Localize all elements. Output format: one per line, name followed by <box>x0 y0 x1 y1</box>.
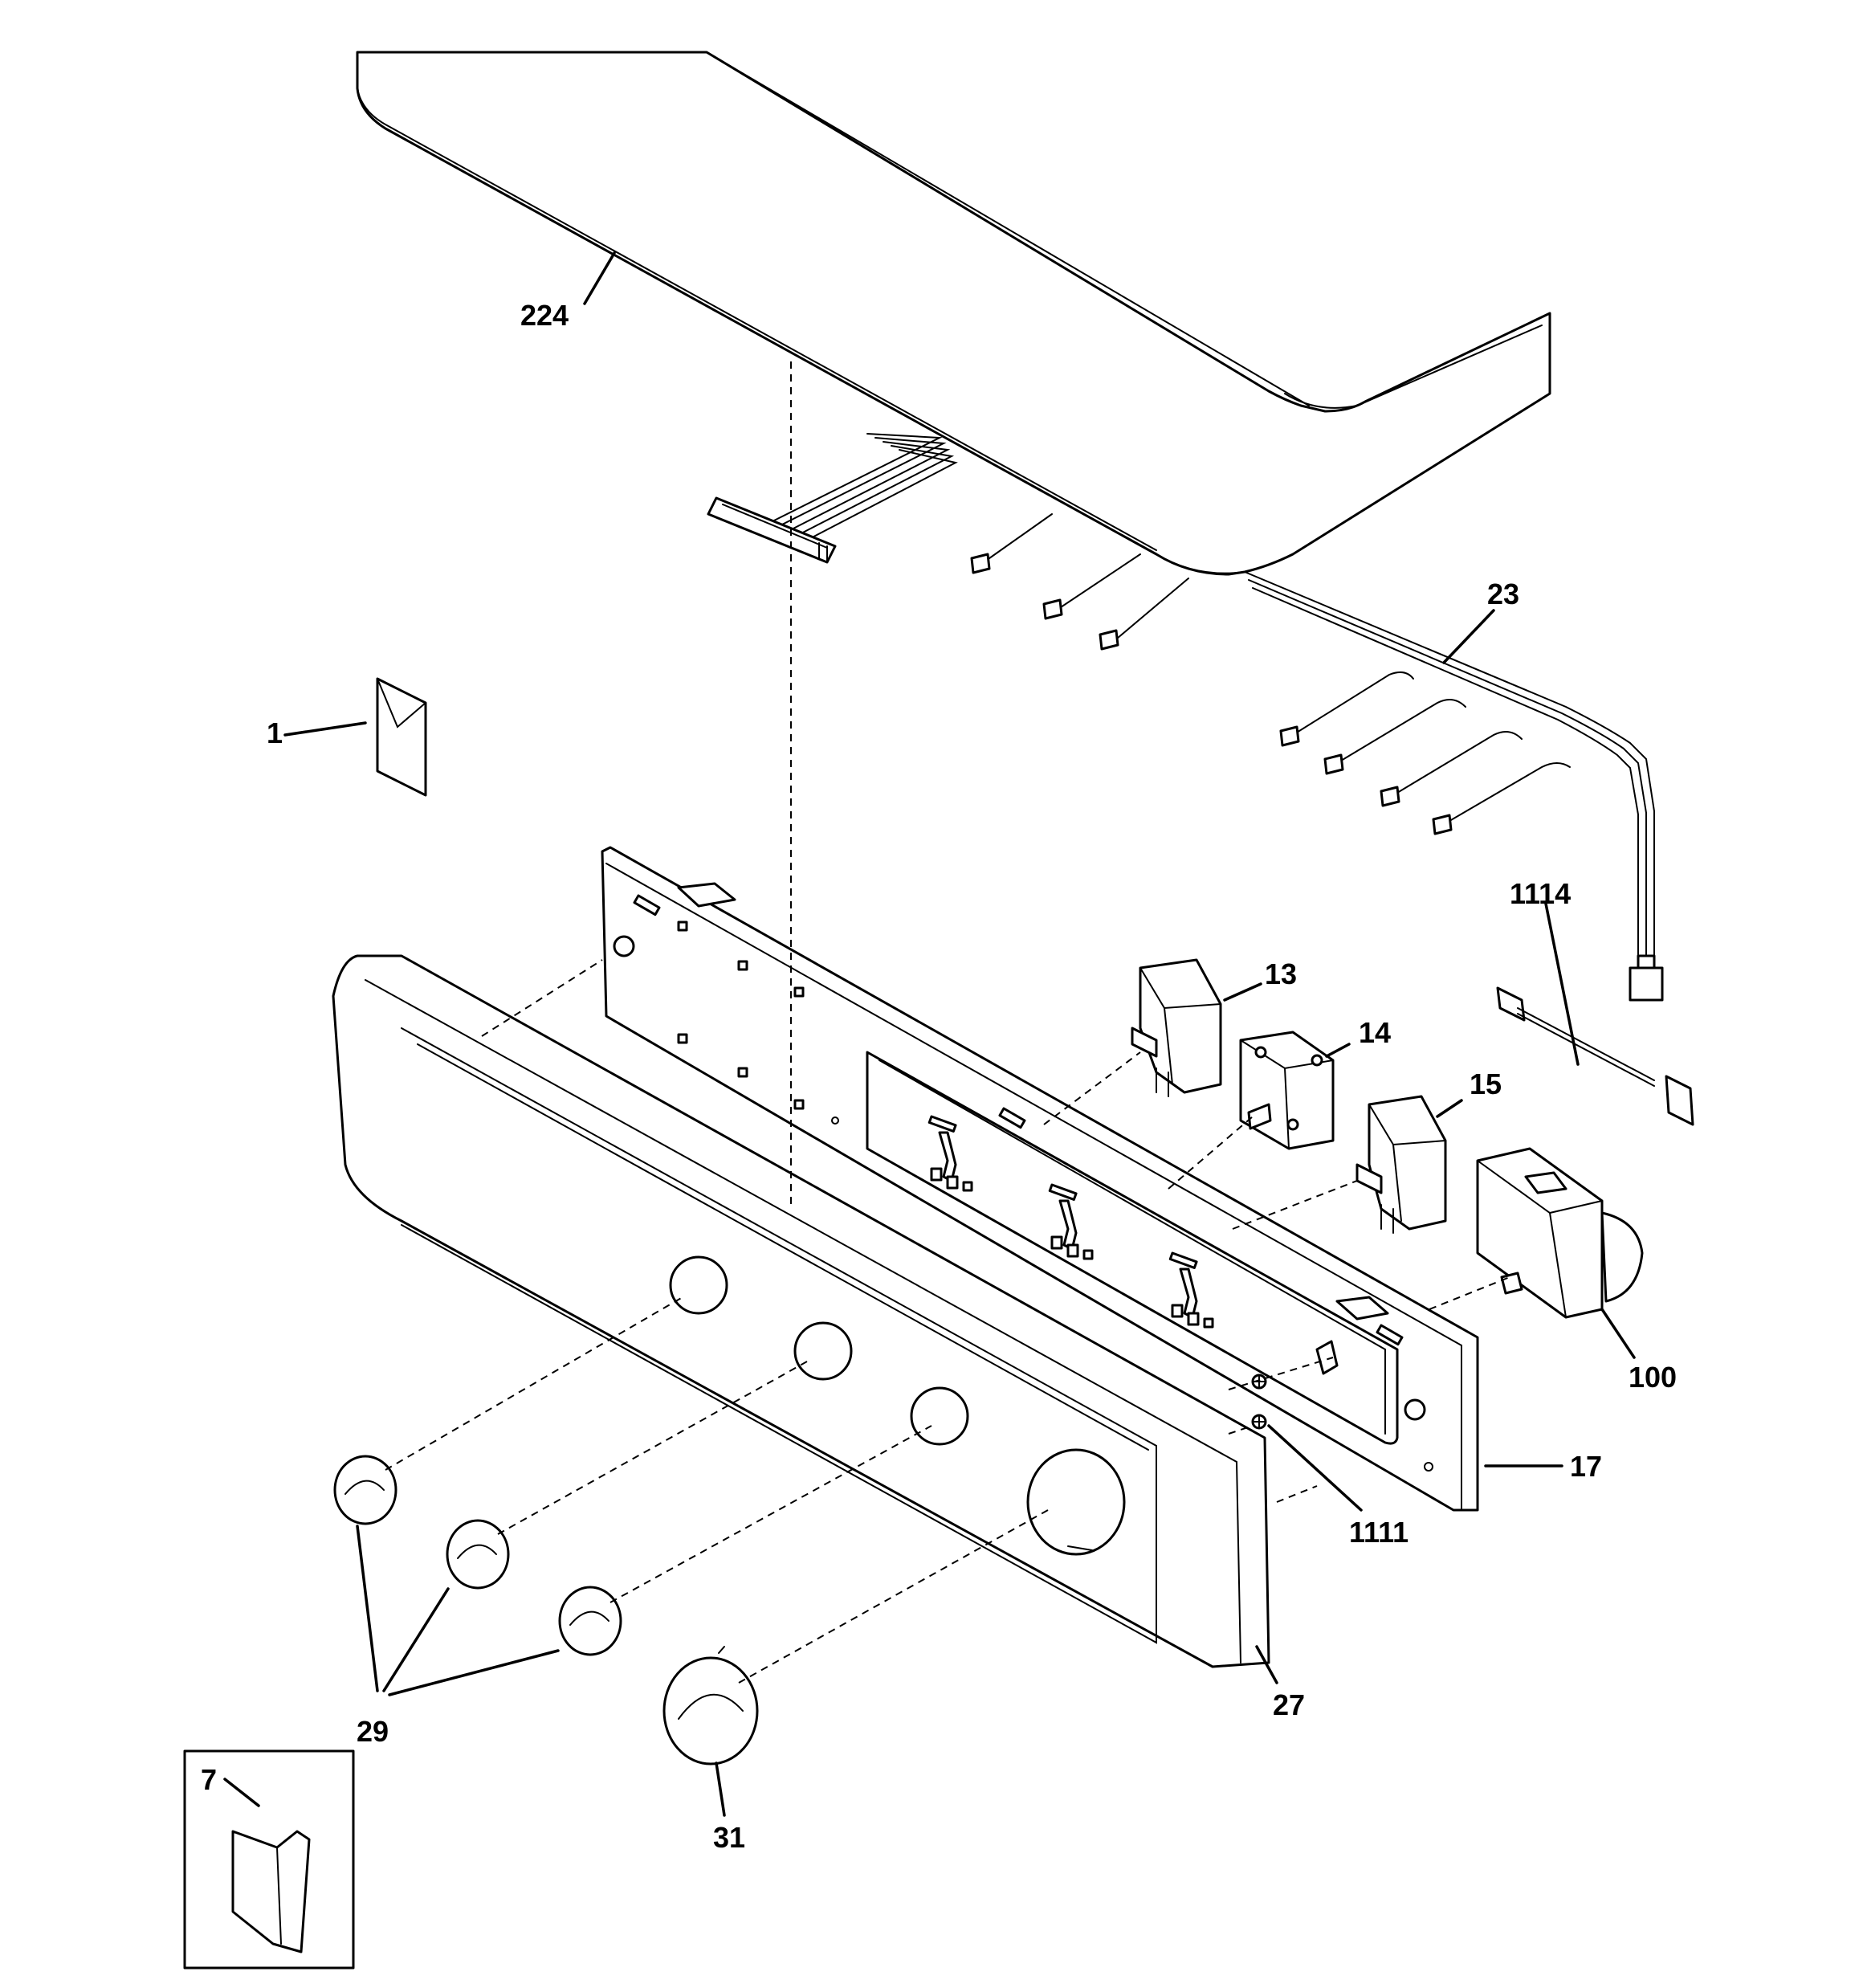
label-1: 1 <box>267 716 283 749</box>
switch-mount-left <box>927 1115 973 1192</box>
label-1111: 1111 <box>1349 1516 1408 1549</box>
switch-15 <box>1355 1095 1447 1234</box>
label-14: 14 <box>1359 1016 1391 1049</box>
jumper-wire-1114 <box>1496 986 1694 1126</box>
literature-envelope-1 <box>376 677 427 797</box>
label-100: 100 <box>1629 1361 1677 1394</box>
knob-29-b <box>446 1519 510 1590</box>
control-panel-27 <box>332 954 1270 1668</box>
switch-14 <box>1239 1031 1335 1150</box>
console-panel-17 <box>601 846 1479 1512</box>
label-13: 13 <box>1265 957 1297 990</box>
label-27: 27 <box>1273 1688 1305 1721</box>
label-23: 23 <box>1487 578 1519 610</box>
switch-13 <box>1131 958 1222 1097</box>
label-7: 7 <box>201 1763 217 1796</box>
label-224: 224 <box>520 299 569 332</box>
switch-mount-middle <box>1048 1183 1094 1260</box>
knob-29-a <box>333 1455 397 1525</box>
label-17: 17 <box>1570 1450 1602 1483</box>
console-top-224 <box>356 51 1551 576</box>
leader-lines <box>223 251 1636 1817</box>
clip-7-inset <box>183 1749 355 1970</box>
part-labels: 224 23 1 1114 13 14 15 100 17 1111 27 29… <box>201 299 1677 1854</box>
assembly-lines <box>385 361 1510 1684</box>
knob-31 <box>662 1646 759 1766</box>
wire-terminals-upper <box>970 513 1189 651</box>
label-15: 15 <box>1470 1067 1502 1100</box>
ribbon-harness <box>707 433 958 564</box>
timer-100 <box>1476 1147 1644 1319</box>
screws-1111 <box>1251 1374 1267 1430</box>
wire-harness-23 <box>1244 571 1664 1002</box>
label-31: 31 <box>713 1821 745 1854</box>
knob-29-c <box>558 1586 622 1656</box>
switch-mount-right <box>1168 1251 1214 1329</box>
label-29: 29 <box>357 1715 389 1748</box>
label-1114: 1114 <box>1510 877 1571 910</box>
